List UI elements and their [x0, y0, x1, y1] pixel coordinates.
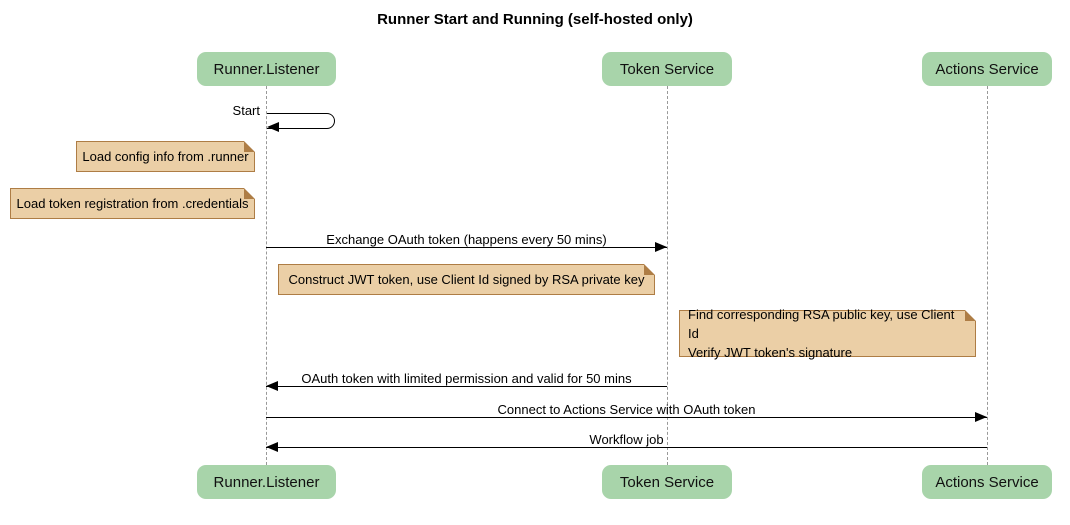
message-line [266, 386, 667, 387]
participant-top-token-service: Token Service [602, 52, 732, 86]
arrowhead-icon [266, 381, 278, 391]
message-label-exchange-oauth: Exchange OAuth token (happens every 50 m… [326, 232, 607, 247]
participant-label: Token Service [619, 473, 715, 491]
note-fold-icon [644, 264, 655, 275]
lifeline-runner-listener [266, 86, 267, 465]
participant-bottom-token-service: Token Service [602, 465, 732, 499]
note-text-line1: Find corresponding RSA public key, use C… [688, 307, 955, 341]
note-fold-icon [244, 141, 255, 152]
arrowhead-icon [655, 242, 667, 252]
arrowhead-icon [975, 412, 987, 422]
message-line [266, 247, 667, 248]
participant-bottom-runner-listener: Runner.Listener [197, 465, 336, 499]
message-line [266, 417, 987, 418]
arrowhead-icon [266, 442, 278, 452]
participant-label: Actions Service [935, 473, 1039, 491]
note-load-token-registration: Load token registration from .credential… [10, 188, 255, 219]
note-fold-icon [965, 310, 976, 321]
self-message-loop [267, 113, 335, 129]
lifeline-actions-service [987, 86, 988, 465]
participant-top-actions-service: Actions Service [922, 52, 1052, 86]
message-label-start: Start [232, 103, 260, 118]
lifeline-token-service [667, 86, 668, 465]
message-label-workflow-job: Workflow job [589, 432, 664, 447]
note-fold-icon [244, 188, 255, 199]
participant-label: Actions Service [935, 60, 1039, 78]
participant-bottom-actions-service: Actions Service [922, 465, 1052, 499]
note-load-config: Load config info from .runner [76, 141, 255, 172]
note-construct-jwt: Construct JWT token, use Client Id signe… [278, 264, 655, 295]
participant-label: Runner.Listener [213, 60, 320, 78]
note-text: Load config info from .runner [82, 149, 249, 164]
note-verify-jwt: Find corresponding RSA public key, use C… [679, 307, 976, 360]
arrowhead-icon [267, 122, 279, 132]
message-label-oauth-token-return: OAuth token with limited permission and … [301, 371, 632, 386]
diagram-title: Runner Start and Running (self-hosted on… [377, 11, 693, 28]
participant-top-runner-listener: Runner.Listener [197, 52, 336, 86]
note-text: Load token registration from .credential… [16, 196, 249, 211]
participant-label: Runner.Listener [213, 473, 320, 491]
participant-label: Token Service [619, 60, 715, 78]
message-line [266, 447, 987, 448]
note-text: Construct JWT token, use Client Id signe… [288, 272, 645, 287]
note-text-line2: Verify JWT token's signature [688, 345, 853, 360]
message-label-connect-actions: Connect to Actions Service with OAuth to… [497, 402, 756, 417]
